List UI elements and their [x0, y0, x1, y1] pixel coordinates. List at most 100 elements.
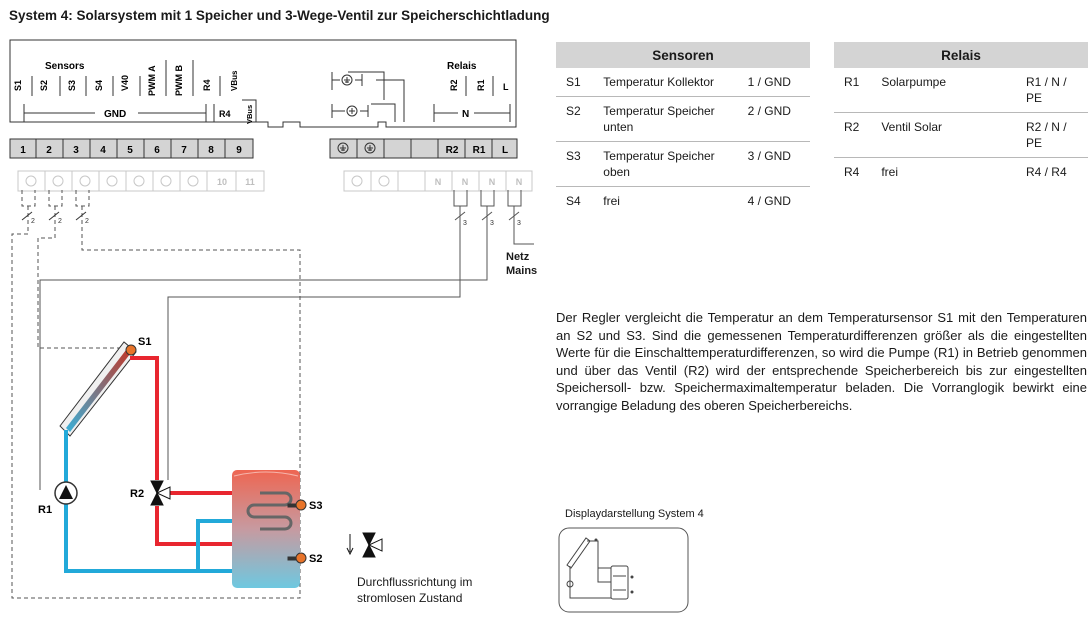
terminal-8: 8 — [208, 145, 214, 156]
relay-id: R2 — [834, 112, 878, 158]
sensor-label-s1: S1 — [138, 336, 151, 348]
top-label-v40: V40 — [120, 75, 130, 91]
relay-term: R2 / N / PE — [1021, 112, 1088, 158]
table-row: S3 Temperatur Speicher oben 3 / GND — [556, 141, 810, 187]
relay-core-count-1: 3 — [463, 220, 467, 227]
storage-tank — [232, 470, 300, 588]
lower-terminal-row — [17, 170, 533, 192]
sensor-id: S4 — [566, 194, 581, 208]
top-label-s3: S3 — [67, 80, 77, 91]
relay-term: R1 / N / PE — [1021, 68, 1088, 113]
relay-terminal-r1: R1 — [473, 145, 486, 156]
sensor-core-count-1: 2 — [31, 218, 35, 225]
sensor-label-s3: S3 — [309, 500, 322, 512]
table-row: R4 frei R4 / R4 — [834, 158, 1088, 187]
terminal-7: 7 — [181, 145, 187, 156]
sensor-id: S1 — [556, 68, 600, 97]
mains-label: Netz Mains — [506, 250, 537, 278]
netz-text: Netz — [506, 251, 530, 263]
top-terminal-labels: S1 S2 S3 S4 V40 PWM A PWM B R4 VBus R2 R… — [13, 65, 509, 96]
sensor-id: S3 — [556, 141, 600, 187]
relay-wiring — [39, 190, 534, 490]
top-label-s1: S1 — [13, 80, 23, 91]
top-label-vbus: VBus — [230, 70, 239, 91]
terminal-6: 6 — [154, 145, 160, 156]
cold-pipes — [64, 430, 260, 573]
three-way-valve-icon — [150, 480, 171, 506]
description-text: Der Regler vergleicht die Temperatur an … — [556, 310, 1087, 413]
terminal-5: 5 — [127, 145, 133, 156]
table-row: S1 Temperatur Kollektor 1 / GND — [556, 68, 810, 97]
sensor-label-s2: S2 — [309, 553, 322, 565]
relay-desc: Solarpumpe — [877, 68, 1022, 113]
lower-terminal-n3: N — [489, 177, 496, 187]
sensor-core-count-2: 2 — [58, 218, 62, 225]
sensor-id: S2 — [556, 96, 600, 142]
sensor-term: 2 / GND — [743, 96, 810, 142]
lower-terminal-11: 11 — [245, 177, 255, 187]
sensor-markers — [125, 344, 307, 564]
mains-text: Mains — [506, 265, 538, 277]
relay-desc: Ventil Solar — [877, 112, 1022, 158]
n-bus-label: N — [462, 109, 469, 120]
sensors-table-header: Sensoren — [556, 42, 810, 68]
lower-terminal-n1: N — [435, 177, 442, 187]
pump-label: R1 — [38, 504, 52, 516]
sensors-header: Sensors — [45, 61, 85, 72]
sensor-term: 3 / GND — [743, 141, 810, 187]
relay-term: R4 / R4 — [1025, 165, 1067, 179]
page-title: System 4: Solarsystem mit 1 Speicher und… — [9, 8, 550, 23]
controller-housing — [9, 39, 517, 128]
lower-terminal-n2: N — [462, 177, 469, 187]
valve-label: R2 — [130, 488, 144, 500]
flow-note-line-2: stromlosen Zustand — [357, 591, 463, 605]
earth-icon — [331, 71, 405, 122]
sensor-term: 1 / GND — [743, 68, 810, 97]
terminal-block-relays: R2 R1 L — [329, 138, 518, 159]
relay-id: R1 — [834, 68, 878, 113]
relay-core-count-2: 3 — [490, 220, 494, 227]
relais-table: Relais R1 Solarpumpe R1 / N / PE R2 Vent… — [834, 42, 1088, 186]
top-label-r4: R4 — [202, 79, 212, 91]
terminal-9: 9 — [236, 145, 242, 156]
top-label-s4: S4 — [94, 80, 104, 91]
terminal-block-sensors: 1 2 3 4 5 6 7 8 9 — [9, 138, 254, 159]
top-label-pwma: PWM A — [147, 65, 157, 96]
terminal-3: 3 — [73, 145, 79, 156]
sensor-desc: Temperatur Kollektor — [599, 68, 744, 97]
relay-id: R4 — [844, 165, 860, 179]
lower-terminal-10: 10 — [217, 177, 227, 187]
r4-bus-label: R4 — [219, 109, 231, 119]
table-row: R2 Ventil Solar R2 / N / PE — [834, 112, 1088, 158]
flow-direction-note: Durchflussrichtung im stromlosen Zustand — [357, 574, 472, 606]
sensor-desc: frei — [603, 194, 620, 208]
relais-header: Relais — [447, 61, 477, 72]
terminal-1: 1 — [20, 145, 26, 156]
display-thumbnail — [558, 527, 689, 613]
sensor-desc: Temperatur Speicher oben — [599, 141, 744, 187]
flow-direction-icon — [346, 532, 383, 558]
flow-note-line-1: Durchflussrichtung im — [357, 575, 473, 589]
lower-terminal-n4: N — [516, 177, 523, 187]
top-label-pwmb: PWM B — [174, 65, 184, 96]
gnd-label: GND — [104, 109, 126, 120]
relay-top-label-r2: R2 — [449, 79, 459, 91]
relay-terminal-r2: R2 — [446, 145, 459, 156]
table-row: S2 Temperatur Speicher unten 2 / GND — [556, 96, 810, 142]
relay-terminal-l: L — [502, 145, 508, 156]
terminal-4: 4 — [100, 145, 106, 156]
display-label: Displaydarstellung System 4 — [565, 508, 704, 520]
sensor-desc: Temperatur Speicher unten — [599, 96, 744, 142]
table-row: R1 Solarpumpe R1 / N / PE — [834, 68, 1088, 113]
top-label-s2: S2 — [39, 80, 49, 91]
sensor-core-count-3: 2 — [85, 218, 89, 225]
table-row: S4 frei 4 / GND — [556, 187, 810, 216]
sensors-table: Sensoren S1 Temperatur Kollektor 1 / GND… — [556, 42, 810, 215]
relay-top-label-r1: R1 — [476, 79, 486, 91]
relay-core-count-3: 3 — [517, 220, 521, 227]
sensor-term: 4 / GND — [747, 194, 791, 208]
pump-icon — [54, 481, 78, 505]
terminal-2: 2 — [46, 145, 52, 156]
relay-desc: frei — [881, 165, 898, 179]
